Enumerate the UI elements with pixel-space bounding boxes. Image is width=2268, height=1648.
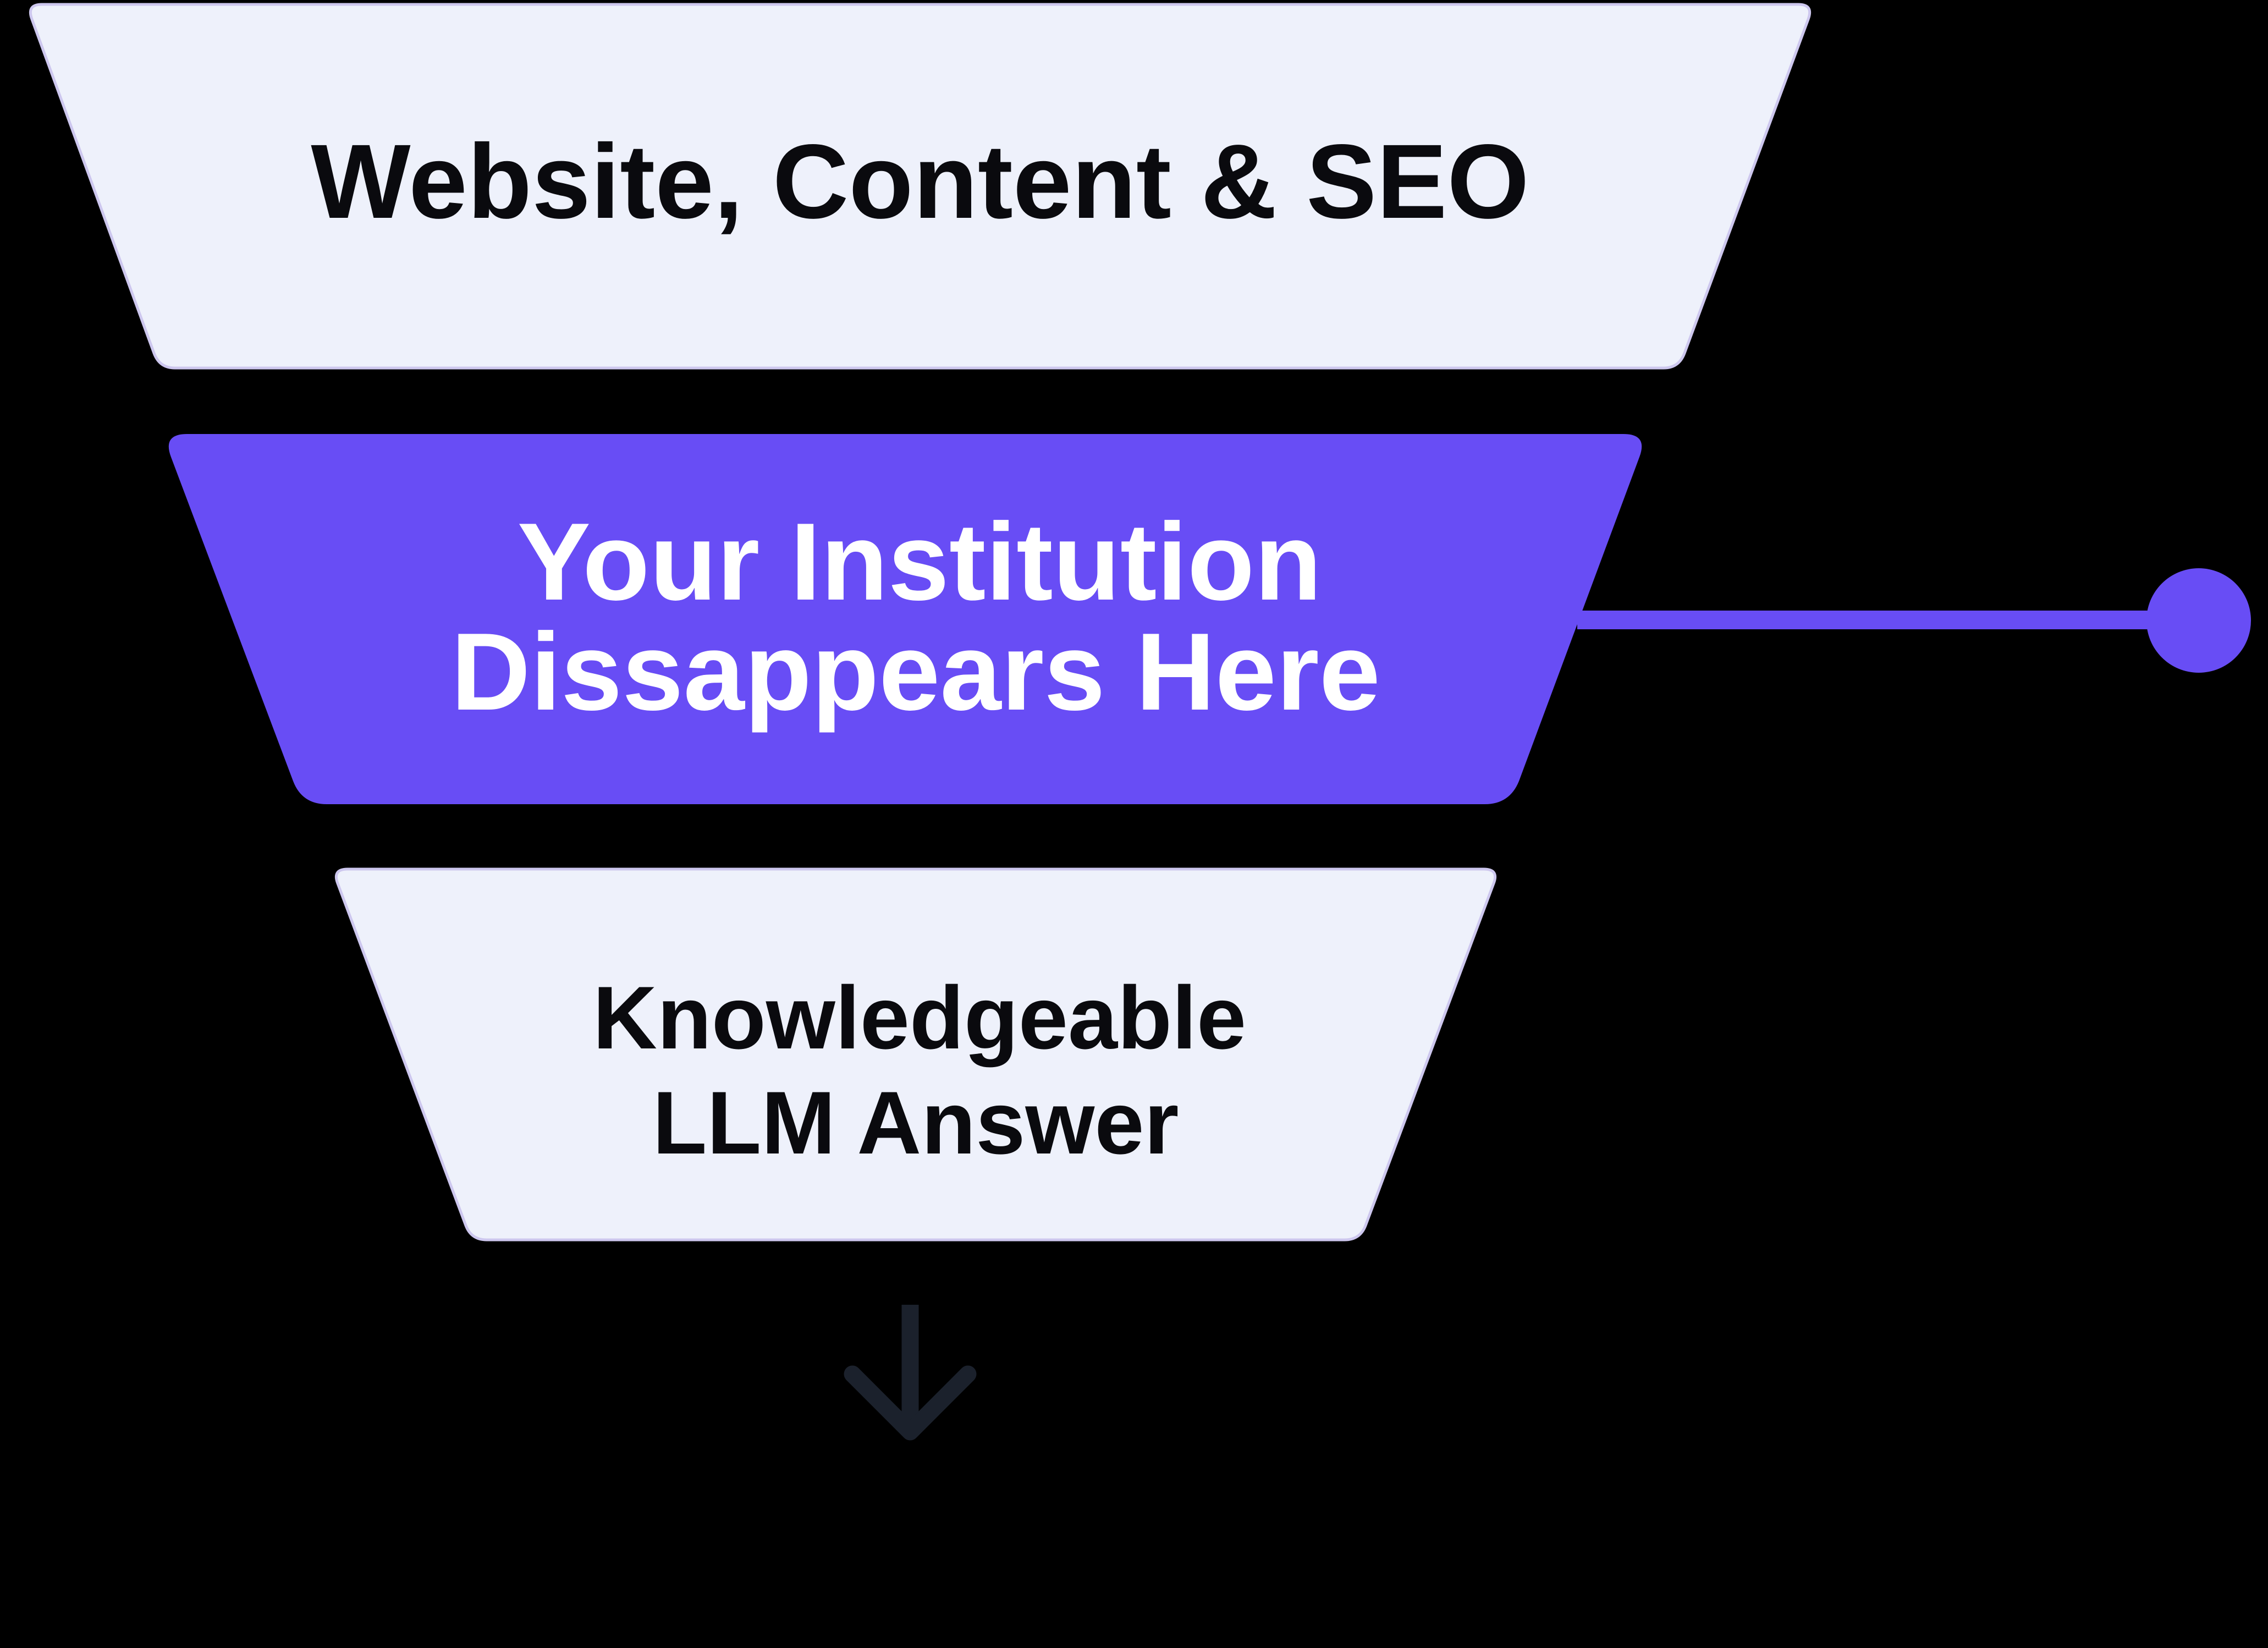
funnel-stage-middle-label-line2: Dissappears Here xyxy=(451,611,1380,733)
funnel-stage-bottom-label-line1: Knowledgeable xyxy=(593,968,1246,1068)
funnel-stage-bottom-label-line2: LLM Answer xyxy=(652,1073,1179,1173)
down-arrow-icon xyxy=(844,1305,977,1441)
down-arrow-chevron xyxy=(844,1365,977,1441)
funnel-stage-top xyxy=(29,3,1812,370)
funnel-stage-middle-label-line1: Your Institution xyxy=(518,501,1322,623)
callout-connector-line xyxy=(1577,611,2166,629)
funnel-stage-top-label: Website, Content & SEO xyxy=(311,122,1529,240)
funnel-stage-middle xyxy=(168,434,1642,804)
callout-connector-dot xyxy=(2146,568,2251,673)
funnel-stage-bottom xyxy=(334,867,1497,1242)
